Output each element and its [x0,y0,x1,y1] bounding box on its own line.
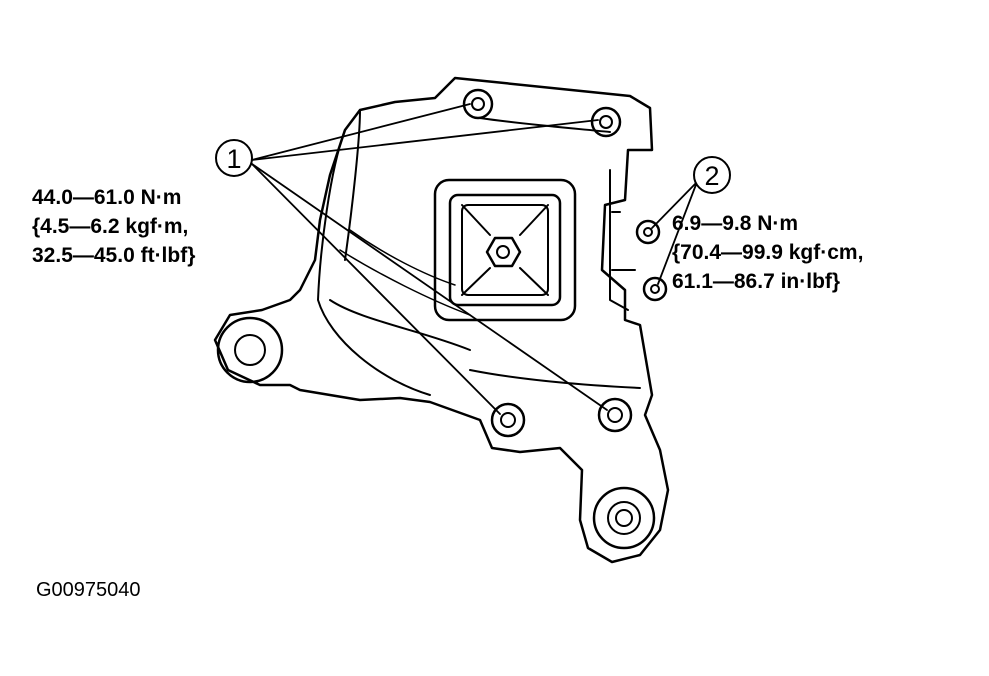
lower-lug-ring [607,501,641,535]
lower-lug-outer [592,486,656,550]
bracket-contour [329,299,471,351]
bolt-2-lower [642,276,668,302]
figure-id: G00975040 [36,579,141,601]
bolt-1-top-left [462,88,494,120]
torque-spec-1-line-1: 44.0—61.0 N·m [32,186,182,209]
left-eye-outer [216,316,284,384]
bolt-2-upper [635,219,661,245]
bolt-1-top-right [590,106,622,138]
torque-spec-2-line-1: 6.9—9.8 N·m [672,212,799,235]
bracket-contour [609,169,629,311]
bracket-outline [213,76,670,564]
callout-2-marker: 2 [693,156,731,194]
center-stud [496,245,510,259]
bracket-contour [317,129,431,396]
bracket-contour [469,369,641,389]
callout-1-marker: 1 [215,139,253,177]
mount-pad-outer [433,178,577,322]
bracket-contour [344,109,361,261]
bolt-1-bottom-right [597,397,633,433]
torque-spec-1-line-3: 32.5—45.0 ft·lbf} [32,244,196,267]
torque-spec-2-line-3: 61.1—86.7 in·lbf} [672,270,841,293]
left-eye-inner [234,334,266,366]
callout-2-number: 2 [704,161,719,191]
callout-2-leaders [651,181,698,285]
mount-pad-inner [448,193,562,307]
mount-pad-ribs [461,204,549,296]
callout-1-leaders [251,103,608,415]
bracket-contour [611,211,636,271]
torque-spec-1-line-2: {4.5—6.2 kgf·m, [32,215,189,238]
torque-spec-2: 6.9—9.8 N·m {70.4—99.9 kgf·cm, 61.1—86.7… [672,209,863,296]
lower-lug-hole [615,509,633,527]
callout-1-number: 1 [226,144,241,174]
torque-spec-1: 44.0—61.0 N·m {4.5—6.2 kgf·m, 32.5—45.0 … [32,183,195,270]
mount-pad-core [461,204,549,296]
bracket-contour [339,229,471,316]
torque-spec-2-line-2: {70.4—99.9 kgf·cm, [672,241,864,264]
bolt-1-bottom-left [490,402,526,438]
center-nut [485,236,522,268]
